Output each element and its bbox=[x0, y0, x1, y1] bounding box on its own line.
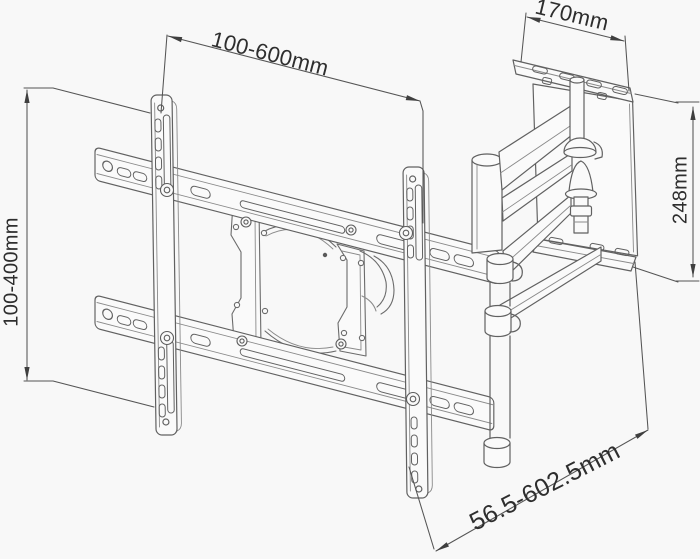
dimension-annotations bbox=[23, 12, 700, 552]
tilt-knob-lower bbox=[568, 160, 594, 193]
wall-pivot-post bbox=[569, 79, 585, 148]
dim-wall-plate-height bbox=[632, 93, 700, 283]
vesa-strap-right bbox=[336, 243, 367, 357]
dimension-label-tv-bracket-height: 100-400mm bbox=[0, 217, 23, 327]
elbow-roller-upper bbox=[486, 258, 514, 285]
dimension-label-wall-plate-height: 248mm bbox=[669, 155, 692, 225]
hinge-hook-outer bbox=[373, 255, 395, 315]
knob-nut bbox=[569, 205, 593, 217]
vesa-strap-left bbox=[230, 202, 262, 347]
vesa-bolt-hole bbox=[322, 252, 328, 258]
vesa-adapter-plate bbox=[230, 202, 395, 357]
dim-tv-bracket-height bbox=[23, 87, 155, 408]
pivot-tube bbox=[471, 159, 503, 254]
elbow-roller-middle bbox=[484, 310, 512, 338]
dim-tv-bracket-width bbox=[160, 34, 424, 224]
elbow-roller-lower bbox=[483, 442, 511, 469]
dim-wall-plate-width bbox=[520, 12, 630, 92]
tv-rail-left bbox=[150, 94, 182, 436]
tv-rail-right bbox=[402, 166, 433, 499]
dim-extension-depth bbox=[408, 261, 649, 552]
hinge-hook bbox=[359, 250, 387, 308]
wall-plate-top-slots bbox=[532, 65, 628, 96]
vesa-holes bbox=[232, 223, 366, 342]
wall-plate-bottom-slots bbox=[548, 236, 630, 257]
fixing-bolts bbox=[159, 182, 421, 407]
rail-slots bbox=[116, 315, 474, 416]
upper-arm-beam-inner bbox=[501, 152, 573, 222]
articulating-arm bbox=[471, 76, 603, 469]
